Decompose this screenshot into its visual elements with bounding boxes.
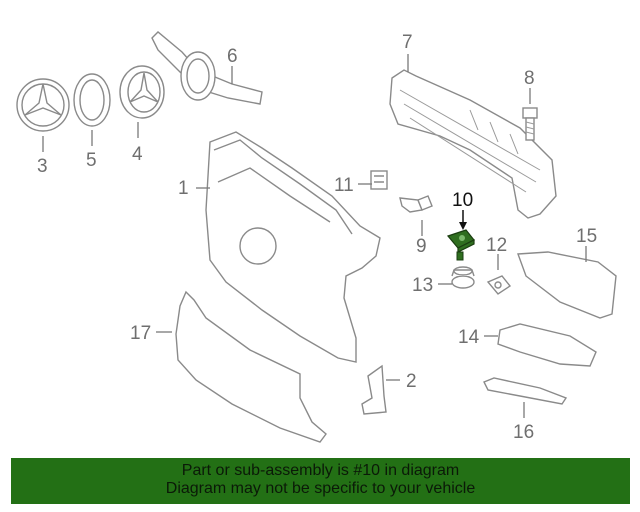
parts-diagram: 1 2 3 4 5 6 7 8 9 10 11 12 13 14 15 16 1… <box>16 31 617 443</box>
callout-8: 8 <box>524 68 535 89</box>
part-11-clip <box>370 170 388 190</box>
callout-6: 6 <box>227 46 238 67</box>
part-6-trim-strip <box>151 31 263 105</box>
part-5-ring <box>73 73 111 127</box>
callout-1: 1 <box>178 178 189 199</box>
callout-17: 17 <box>130 323 151 344</box>
callout-7: 7 <box>402 32 413 53</box>
part-7-support-bracket <box>389 69 557 219</box>
callout-11: 11 <box>334 175 354 196</box>
part-2-bracket <box>361 364 387 415</box>
banner-line-1: Part or sub-assembly is #10 in diagram <box>181 462 460 479</box>
part-3-emblem-star <box>16 78 70 132</box>
callout-9: 9 <box>416 236 427 257</box>
part-14-side-vent <box>497 323 597 367</box>
callout-2: 2 <box>406 371 417 392</box>
banner-line-2: Diagram may not be specific to your vehi… <box>165 480 476 497</box>
callout-13: 13 <box>412 275 433 296</box>
part-16-molding-strip <box>483 377 568 405</box>
part-10-clip-highlighted <box>446 229 475 261</box>
callout-14: 14 <box>458 327 480 348</box>
part-12-clip-nut <box>486 275 512 295</box>
callout-15: 15 <box>576 226 597 247</box>
part-1-grille <box>205 131 381 363</box>
callout-16: 16 <box>513 422 534 443</box>
callout-5: 5 <box>86 150 97 171</box>
info-banner: Part or sub-assembly is #10 in diagram D… <box>11 458 630 504</box>
callout-4: 4 <box>132 144 143 165</box>
leader-10-arrowhead <box>459 222 467 230</box>
callout-10-highlighted: 10 <box>452 190 473 211</box>
callout-3: 3 <box>37 156 48 177</box>
part-8-bolt <box>522 107 538 141</box>
part-4-emblem <box>119 65 165 119</box>
part-17-lower-grille <box>175 290 327 443</box>
callout-12: 12 <box>486 235 507 256</box>
part-9-screw <box>399 195 433 213</box>
part-13-nut <box>451 266 475 289</box>
part-15-side-insert <box>517 251 617 319</box>
leader-lines <box>42 54 587 418</box>
